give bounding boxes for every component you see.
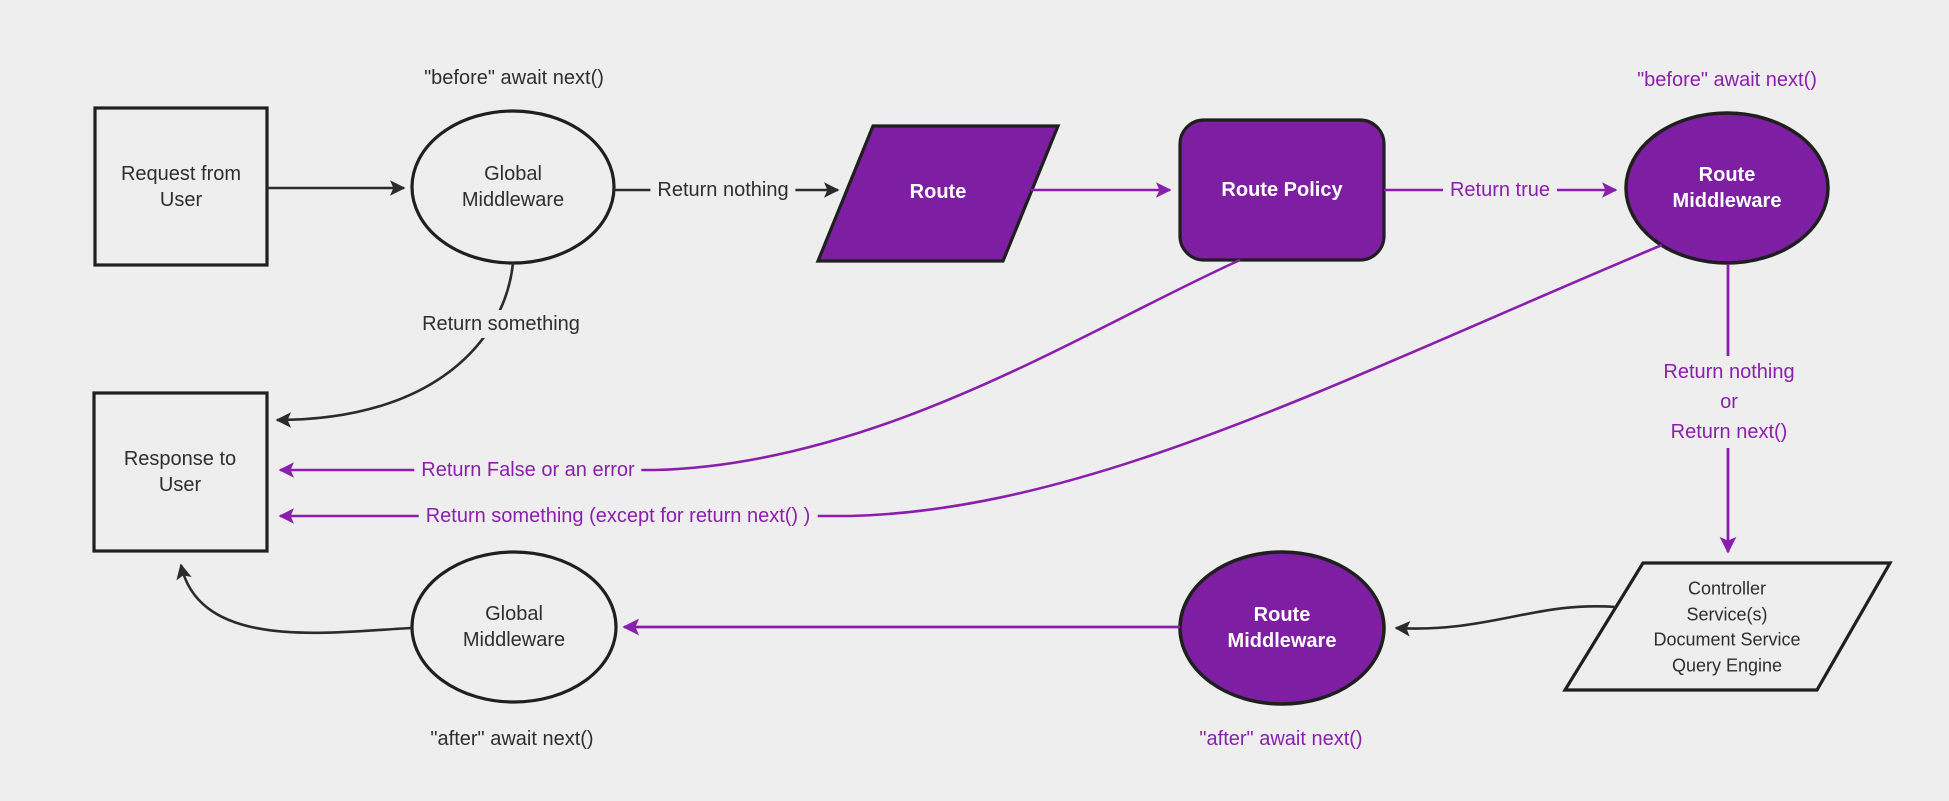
edge-route-middleware-return-something-to-response xyxy=(278,243,1663,524)
route-middleware-top-label: Route Middleware xyxy=(1672,164,1782,212)
controller-services-label: Controller Service(s) Document Service Q… xyxy=(1653,578,1801,676)
global-middleware-top-label: Global Middleware xyxy=(461,163,565,211)
route-shape xyxy=(815,124,1061,263)
response-to-user-shape xyxy=(92,391,269,553)
before-await-next-right-label: "before" await next() xyxy=(1637,69,1817,91)
route-middleware-bottom-label: Route Middleware xyxy=(1227,604,1337,652)
before-await-next-top-label: "before" await next() xyxy=(424,67,604,89)
edge-global-middleware-bottom-to-response xyxy=(176,563,413,635)
return-false-or-error-label: Return False or an error xyxy=(414,456,642,484)
global-middleware-bottom-label: Global Middleware xyxy=(462,603,566,651)
after-await-next-route-label: "after" await next() xyxy=(1199,728,1363,750)
edge-global-middleware-return-something-to-response xyxy=(275,262,515,428)
response-to-user-label: Response to User xyxy=(123,448,237,496)
request-from-user-shape xyxy=(93,106,269,267)
return-nothing-or-next-label: Return nothing or Return next() xyxy=(1656,356,1802,448)
return-something-except-label: Return something (except for return next… xyxy=(418,502,818,530)
request-from-user-label: Request from User xyxy=(120,163,242,211)
route-label: Route xyxy=(909,181,967,203)
route-middleware-top-shape xyxy=(1624,111,1830,265)
controller-services-shape xyxy=(1562,561,1893,692)
return-something-label: Return something xyxy=(415,310,587,338)
route-policy-label: Route Policy xyxy=(1221,179,1343,201)
after-await-next-global-label: "after" await next() xyxy=(430,728,594,750)
edge-controller-to-route-middleware-bottom xyxy=(1394,605,1617,637)
global-middleware-bottom-shape xyxy=(410,550,618,704)
return-nothing-label: Return nothing xyxy=(650,176,796,204)
edge-route-policy-return-false-to-response xyxy=(278,258,1241,478)
return-true-label: Return true xyxy=(1442,176,1558,204)
